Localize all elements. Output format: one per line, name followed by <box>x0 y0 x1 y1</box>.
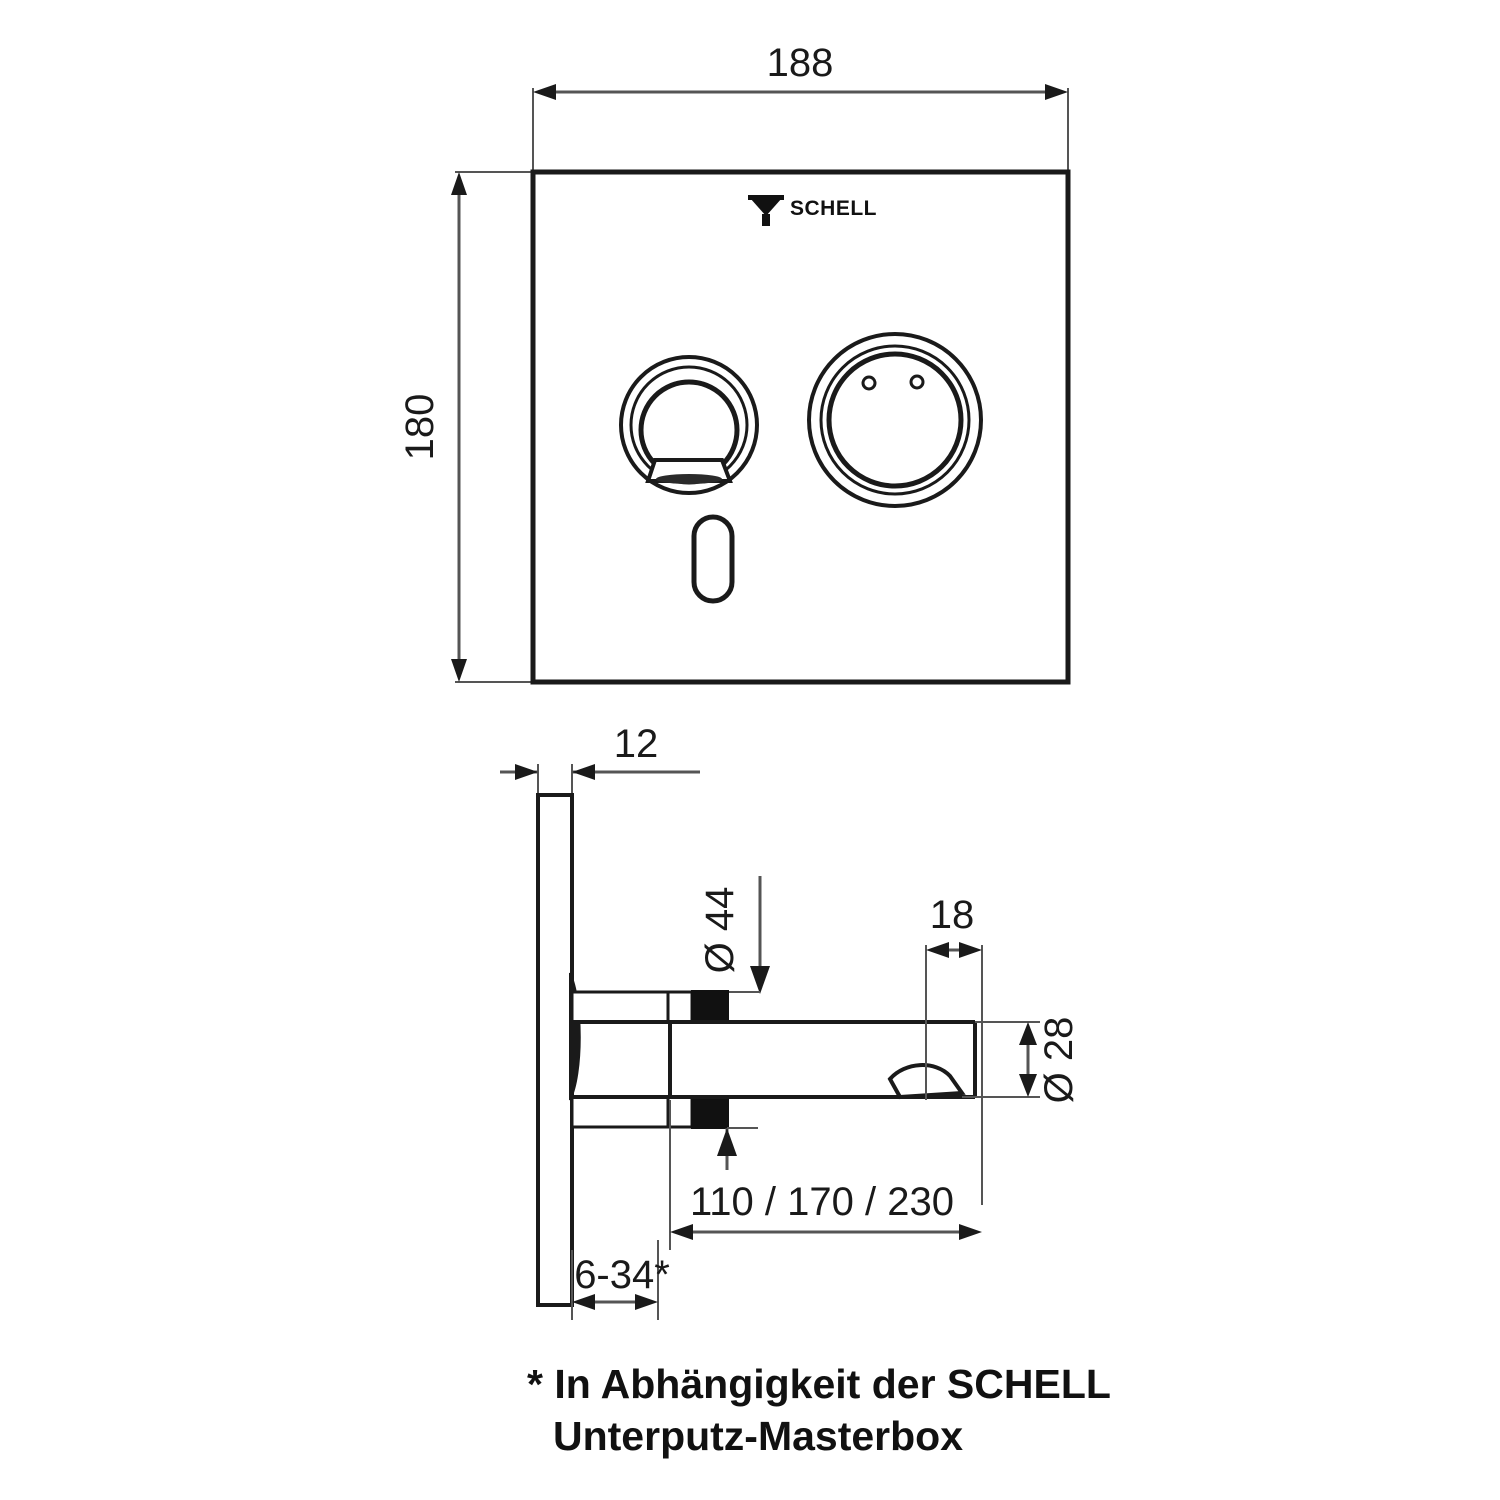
spout-diameter-dimension: Ø 28 <box>962 1017 1081 1104</box>
brand-logo-text: SCHELL <box>790 197 877 220</box>
upper-flange <box>570 990 729 1024</box>
footnote-line-2: Unterputz-Masterbox <box>553 1413 963 1459</box>
width-dimension-188: 188 <box>532 41 1069 178</box>
knob-indicator-dot-right <box>909 374 925 390</box>
flange-diameter-dimension: Ø 44 <box>680 876 770 994</box>
faceplate-outline <box>530 169 1071 685</box>
dim-label-projection: 110 / 170 / 230 <box>690 1180 954 1224</box>
brand-logo: SCHELL <box>748 195 877 226</box>
dim-label-plate-thickness: 12 <box>614 722 659 766</box>
sensor-window <box>691 514 735 604</box>
dim-label-width: 188 <box>767 41 834 85</box>
dim-label-height: 180 <box>398 394 442 461</box>
lower-flange <box>570 1095 729 1129</box>
wall-depth-dimension: 6-34* <box>571 1240 670 1320</box>
schell-funnel-icon <box>748 195 784 226</box>
temperature-knob[interactable] <box>807 332 983 508</box>
dim-label-spout-diameter: Ø 28 <box>1037 1017 1081 1104</box>
upper-seal-block <box>691 990 729 1024</box>
dim-label-flange-diameter: Ø 44 <box>698 887 742 974</box>
plate-thickness-dimension-12: 12 <box>500 722 700 800</box>
projection-dimension: 110 / 170 / 230 <box>669 1100 982 1250</box>
footnote-group: * In Abhängigkeit der SCHELL Unterputz-M… <box>527 1361 1111 1459</box>
footnote-line-1: * In Abhängigkeit der SCHELL <box>527 1361 1111 1407</box>
flange-leader-arrow <box>717 1127 758 1170</box>
dim-label-wall-depth: 6-34* <box>574 1253 670 1297</box>
outlet-offset-dimension-18: 18 <box>925 893 983 1205</box>
front-view-group: 188 180 SCHELL <box>398 41 1071 685</box>
flow-control-ring[interactable] <box>619 355 759 495</box>
control-tab-shadow <box>656 474 722 484</box>
knob-indicator-dot-left <box>861 375 877 391</box>
dim-label-outlet-offset: 18 <box>930 893 975 937</box>
side-view-group: 12 Ø 44 <box>500 722 1081 1320</box>
height-dimension-180: 180 <box>398 171 540 683</box>
faceplate-profile <box>536 793 581 1307</box>
lower-seal-block <box>691 1095 729 1129</box>
